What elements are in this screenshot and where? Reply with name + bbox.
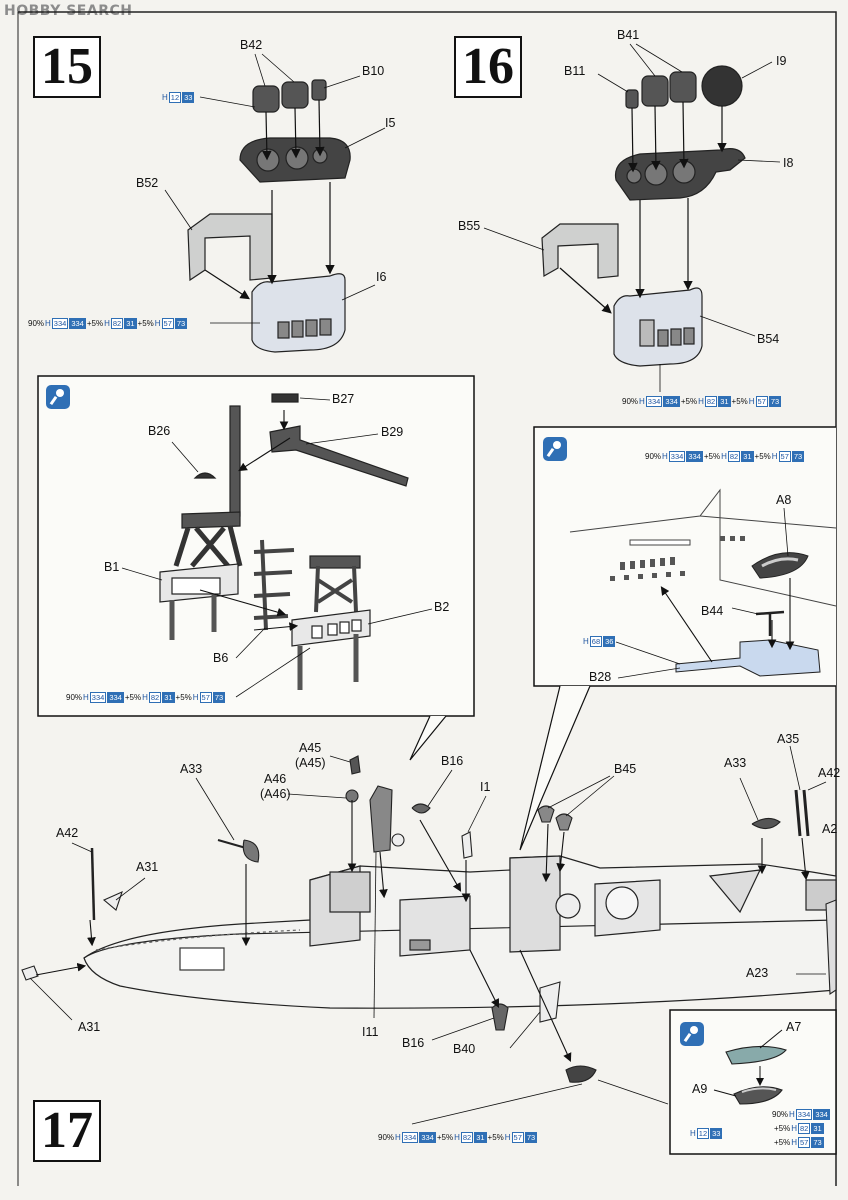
boat-leaders: [713, 1029, 783, 1097]
label-a46: A46: [264, 772, 287, 786]
label-i8: I8: [783, 156, 794, 170]
label-a23: A23: [746, 966, 769, 980]
part-b41-2: [669, 71, 697, 103]
step-number-17: 17: [33, 1100, 101, 1162]
part-b42-1: [252, 85, 280, 113]
label-a33-right: A33: [724, 756, 747, 770]
label-b55: B55: [458, 219, 481, 233]
part-b42-2: [281, 81, 309, 109]
label-a2: A2: [822, 822, 838, 836]
step16-parts: [541, 65, 746, 367]
label-b6: B6: [213, 651, 229, 665]
label-a7: A7: [786, 1020, 802, 1034]
mast-callout-pointer: [409, 715, 447, 761]
label-b29: B29: [381, 425, 404, 439]
label-a45-paren: (A45): [295, 756, 326, 770]
label-a35: A35: [777, 732, 800, 746]
label-a42-right: A42: [818, 766, 841, 780]
label-a31-bottom: A31: [78, 1020, 101, 1034]
part-b54: [613, 287, 703, 367]
label-a45: A45: [299, 741, 322, 755]
hull-leaders: [29, 745, 827, 1125]
label-b27: B27: [332, 392, 355, 406]
tip-icon-deck: [543, 437, 567, 461]
label-b10: B10: [362, 64, 385, 78]
step16-leaders: [483, 43, 781, 392]
part-b41-1: [641, 75, 669, 107]
deck-callout-pointer: [519, 685, 591, 851]
hull-small-parts: [21, 755, 837, 1083]
step-number-16: 16: [454, 36, 522, 98]
part-i9: [701, 65, 743, 107]
step16-arrows: [559, 101, 727, 314]
page-frame: [18, 11, 837, 1186]
step15-leaders: [164, 53, 386, 324]
deck-arrows: [660, 578, 795, 663]
label-a8: A8: [776, 493, 792, 507]
label-b42: B42: [240, 38, 263, 52]
detail-deck-frame: [533, 426, 836, 687]
part-b52: [187, 213, 273, 282]
label-b26: B26: [148, 424, 171, 438]
label-a31-top: A31: [136, 860, 159, 874]
label-a9: A9: [692, 1082, 708, 1096]
label-b45: B45: [614, 762, 637, 776]
watermark-text: HOBBY SEARCH: [4, 3, 133, 19]
label-i6: I6: [376, 270, 387, 284]
label-b11: B11: [564, 64, 586, 78]
boat-parts: [725, 1045, 787, 1105]
deck-leaders: [615, 507, 789, 679]
label-b16-top: B16: [441, 754, 464, 768]
label-a33-left: A33: [180, 762, 203, 776]
label-i5: I5: [385, 116, 396, 130]
mast-parts: [159, 393, 409, 690]
deck-parts: [569, 488, 837, 677]
step-number-15: 15: [33, 36, 101, 98]
detail-mast-frame: [37, 375, 475, 717]
label-a42-left: A42: [56, 826, 79, 840]
tip-icon-mast: [46, 385, 70, 409]
watermark: HOBBY SEARCH: [4, 3, 132, 19]
label-i1: I1: [480, 780, 491, 794]
mast-leaders: [121, 397, 433, 698]
hull-arrows: [35, 800, 810, 1063]
label-b52: B52: [136, 176, 159, 190]
label-b1: B1: [104, 560, 120, 574]
step15-parts: [187, 79, 351, 353]
mast-arrows: [199, 410, 299, 632]
label-b44: B44: [701, 604, 724, 618]
label-b40: B40: [453, 1042, 476, 1056]
label-b16-bottom: B16: [402, 1036, 425, 1050]
part-b10: [311, 79, 327, 101]
label-i11: I11: [362, 1025, 379, 1039]
label-b28: B28: [589, 670, 612, 684]
label-a46-paren: (A46): [260, 787, 291, 801]
hull: [83, 855, 837, 1009]
tip-icon-boat: [680, 1022, 704, 1046]
step15-arrows: [204, 99, 335, 300]
part-i6: [251, 273, 346, 353]
label-b54: B54: [757, 332, 780, 346]
label-i9: I9: [776, 54, 787, 68]
part-b11: [625, 89, 639, 109]
label-b41: B41: [617, 28, 640, 42]
part-b55: [541, 223, 619, 279]
label-b2: B2: [434, 600, 450, 614]
